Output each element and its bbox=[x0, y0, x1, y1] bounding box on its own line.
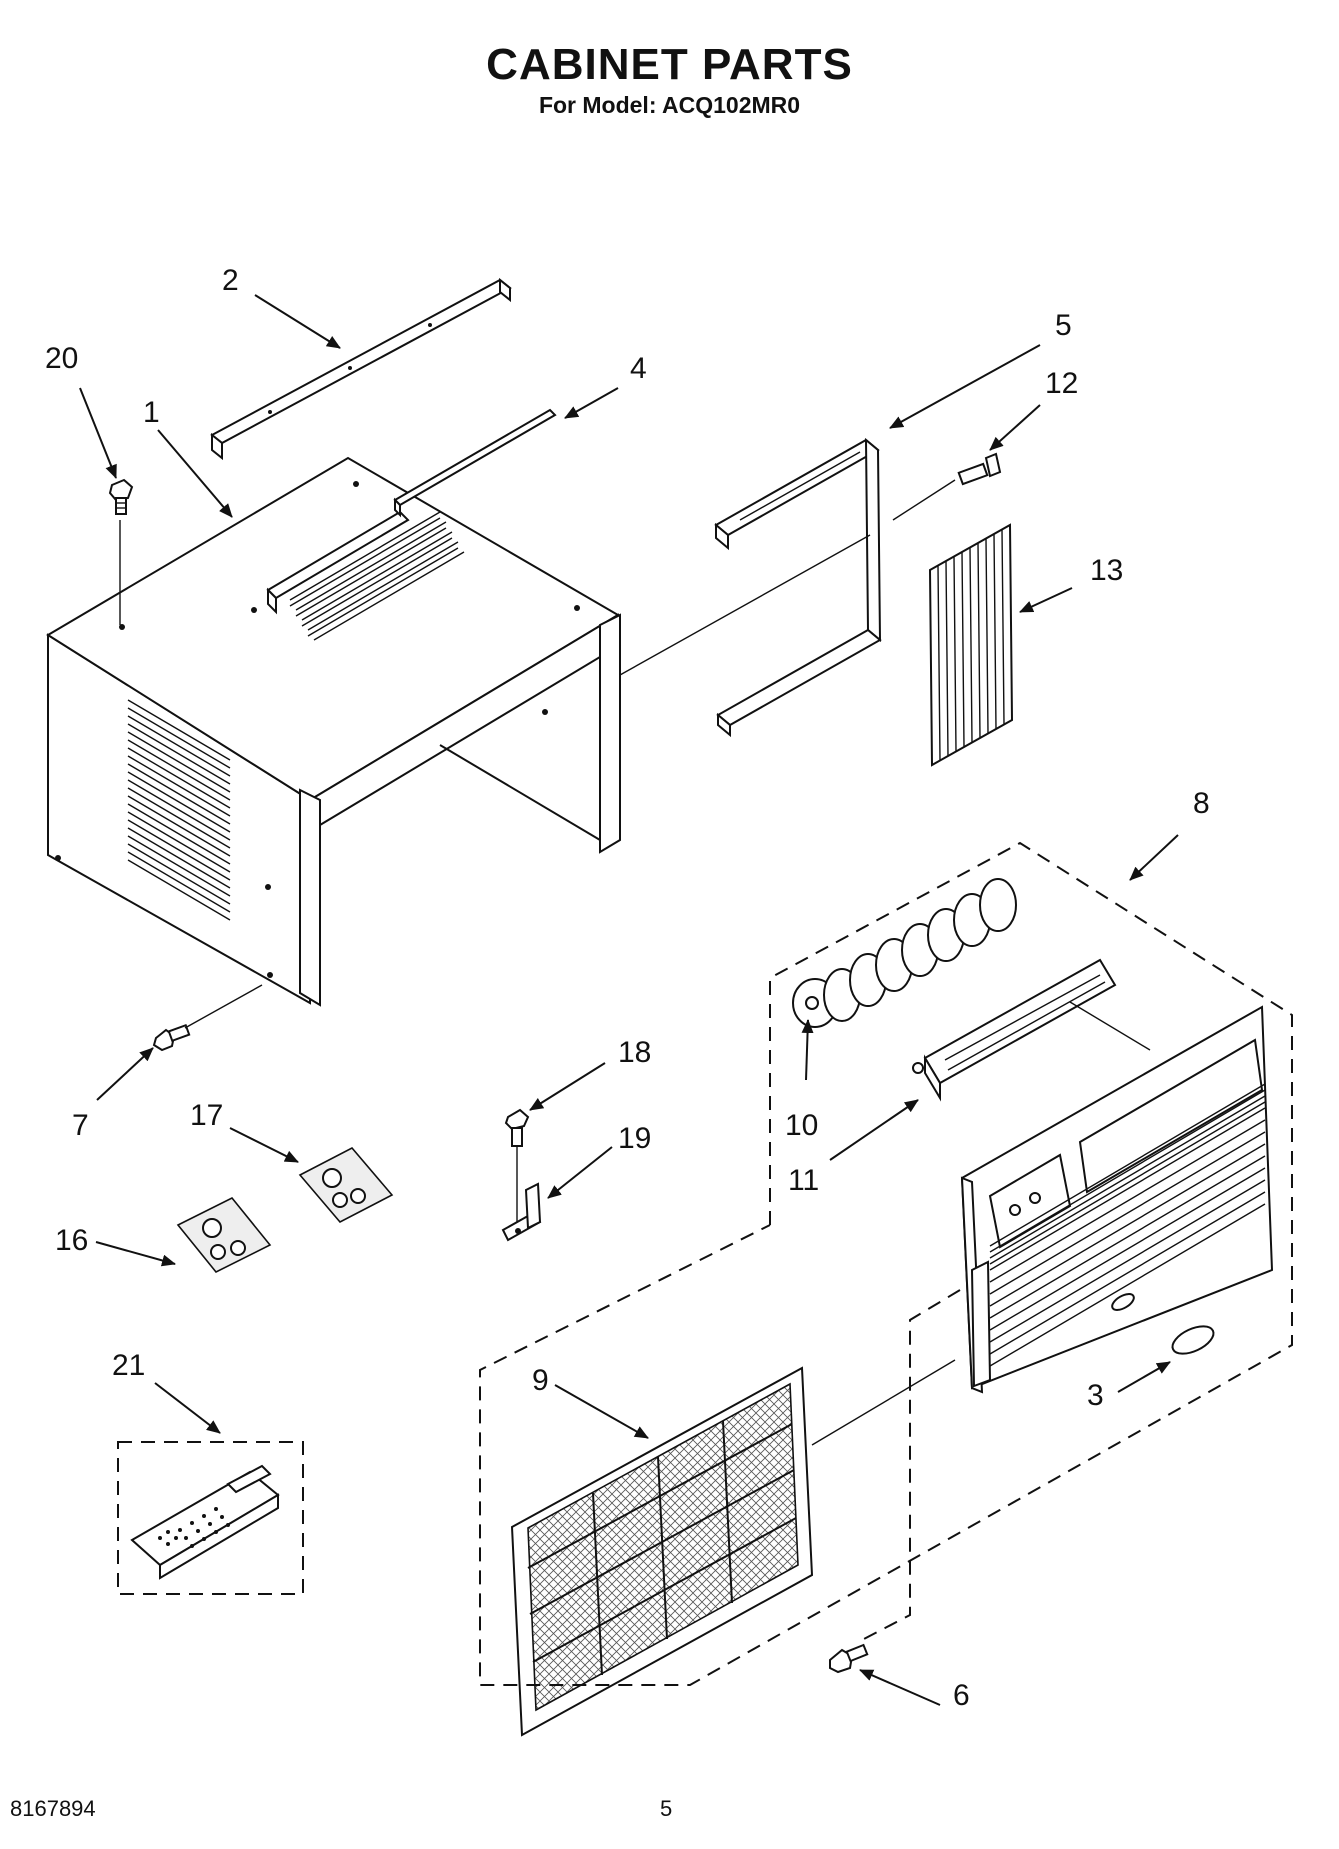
callout-20: 20 bbox=[45, 342, 78, 375]
bracket-19-part bbox=[501, 1182, 542, 1242]
louvre-assembly-part bbox=[912, 958, 1117, 1102]
callout-3: 3 bbox=[1087, 1379, 1104, 1412]
callout-10: 10 bbox=[785, 1109, 818, 1142]
callout-12: 12 bbox=[1045, 367, 1078, 400]
cabinet-strip-part bbox=[393, 408, 557, 518]
screw-6-part bbox=[829, 1643, 869, 1674]
callout-5: 5 bbox=[1055, 309, 1072, 342]
screw-7-part bbox=[152, 1023, 191, 1052]
frame-part bbox=[714, 437, 882, 738]
callout-4: 4 bbox=[630, 352, 647, 385]
page-number: 5 bbox=[660, 1796, 673, 1821]
callout-1: 1 bbox=[143, 396, 160, 429]
screw-18-part bbox=[504, 1108, 530, 1232]
callout-8: 8 bbox=[1193, 787, 1210, 820]
callout-21: 21 bbox=[112, 1349, 145, 1382]
callout-arrows bbox=[79, 294, 1179, 1706]
callout-19: 19 bbox=[618, 1122, 651, 1155]
cabinet-wrapper-part bbox=[46, 456, 622, 1007]
dashed-outline-remote bbox=[117, 1441, 304, 1595]
blower-wheel-part bbox=[792, 878, 1017, 1028]
side-curtain-part bbox=[928, 523, 1014, 767]
top-rail-part bbox=[210, 277, 512, 461]
dashed-outline-front-assembly bbox=[479, 841, 1293, 1686]
bracket-16-part bbox=[176, 1196, 272, 1274]
air-filter-part bbox=[510, 1366, 814, 1737]
callout-13: 13 bbox=[1090, 554, 1123, 587]
front-panel-part bbox=[960, 1005, 1274, 1394]
callout-17: 17 bbox=[190, 1099, 223, 1132]
callout-16: 16 bbox=[55, 1224, 88, 1257]
remote-control-part bbox=[130, 1464, 280, 1580]
screw-20-part bbox=[108, 478, 134, 515]
callout-6: 6 bbox=[953, 1679, 970, 1712]
cover-3-part bbox=[1171, 1325, 1215, 1355]
callout-9: 9 bbox=[532, 1364, 549, 1397]
model-subtitle: For Model: ACQ102MR0 bbox=[538, 92, 801, 118]
callout-numbers: 1 2 3 4 5 6 7 8 9 10 11 12 13 16 17 18 1… bbox=[45, 264, 1210, 1712]
callout-11: 11 bbox=[788, 1164, 819, 1197]
bracket-17-part bbox=[298, 1146, 394, 1224]
callout-2: 2 bbox=[222, 264, 239, 297]
callout-7: 7 bbox=[72, 1109, 89, 1142]
leader-lines bbox=[119, 479, 1151, 1446]
callout-18: 18 bbox=[618, 1036, 651, 1069]
screw-12-part bbox=[957, 452, 1002, 486]
document-number: 8167894 bbox=[10, 1796, 96, 1821]
page-title: CABINET PARTS bbox=[486, 40, 853, 89]
